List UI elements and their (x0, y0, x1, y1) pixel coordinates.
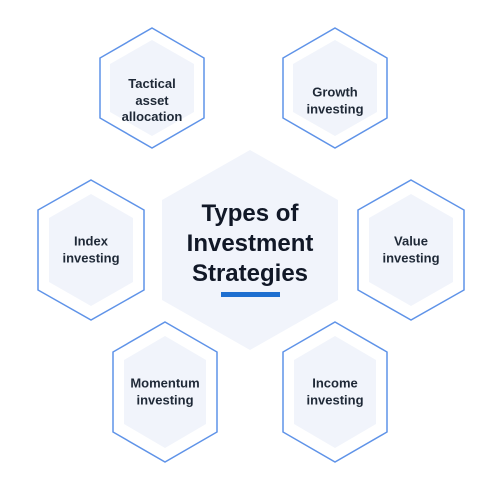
tactical-asset-allocation-inner-hexagon (110, 40, 194, 136)
center-title: Types of Investment Strategies (187, 199, 314, 289)
value-investing-inner-hexagon (369, 194, 453, 306)
strategy-line: Index (74, 233, 108, 249)
strategy-label-income-investing: Income investing (306, 375, 363, 408)
strategy-line: Tactical (128, 76, 176, 92)
strategy-line: investing (136, 392, 194, 407)
strategy-label-value-investing: Value investing (382, 233, 439, 266)
strategy-line: allocation (121, 109, 183, 125)
center-title-line-2: Investment (186, 230, 314, 257)
strategy-line: Income (312, 375, 358, 391)
center-title-line-1: Types of (201, 200, 299, 227)
center-accent-bar (221, 292, 280, 297)
strategy-label-tactical-asset-allocation: Tactical asset allocation (122, 76, 183, 126)
strategy-line: investing (62, 250, 120, 265)
center-hexagon (162, 150, 338, 350)
strategy-label-growth-investing: Growth investing (306, 84, 363, 117)
strategy-line: investing (306, 392, 364, 407)
strategy-line: Value (394, 233, 428, 249)
strategy-line: investing (306, 101, 364, 116)
index-investing-inner-hexagon (49, 194, 133, 306)
strategy-line: Growth (312, 84, 358, 100)
strategy-line: asset (135, 92, 169, 108)
strategy-line: Momentum (130, 375, 200, 391)
growth-investing-inner-hexagon (293, 40, 377, 136)
center-title-line-3: Strategies (191, 260, 309, 287)
strategy-label-index-investing: Index investing (62, 233, 119, 266)
strategy-label-momentum-investing: Momentum investing (130, 375, 199, 408)
momentum-investing-inner-hexagon (124, 336, 206, 448)
income-investing-inner-hexagon (294, 336, 376, 448)
strategy-line: investing (382, 250, 440, 265)
